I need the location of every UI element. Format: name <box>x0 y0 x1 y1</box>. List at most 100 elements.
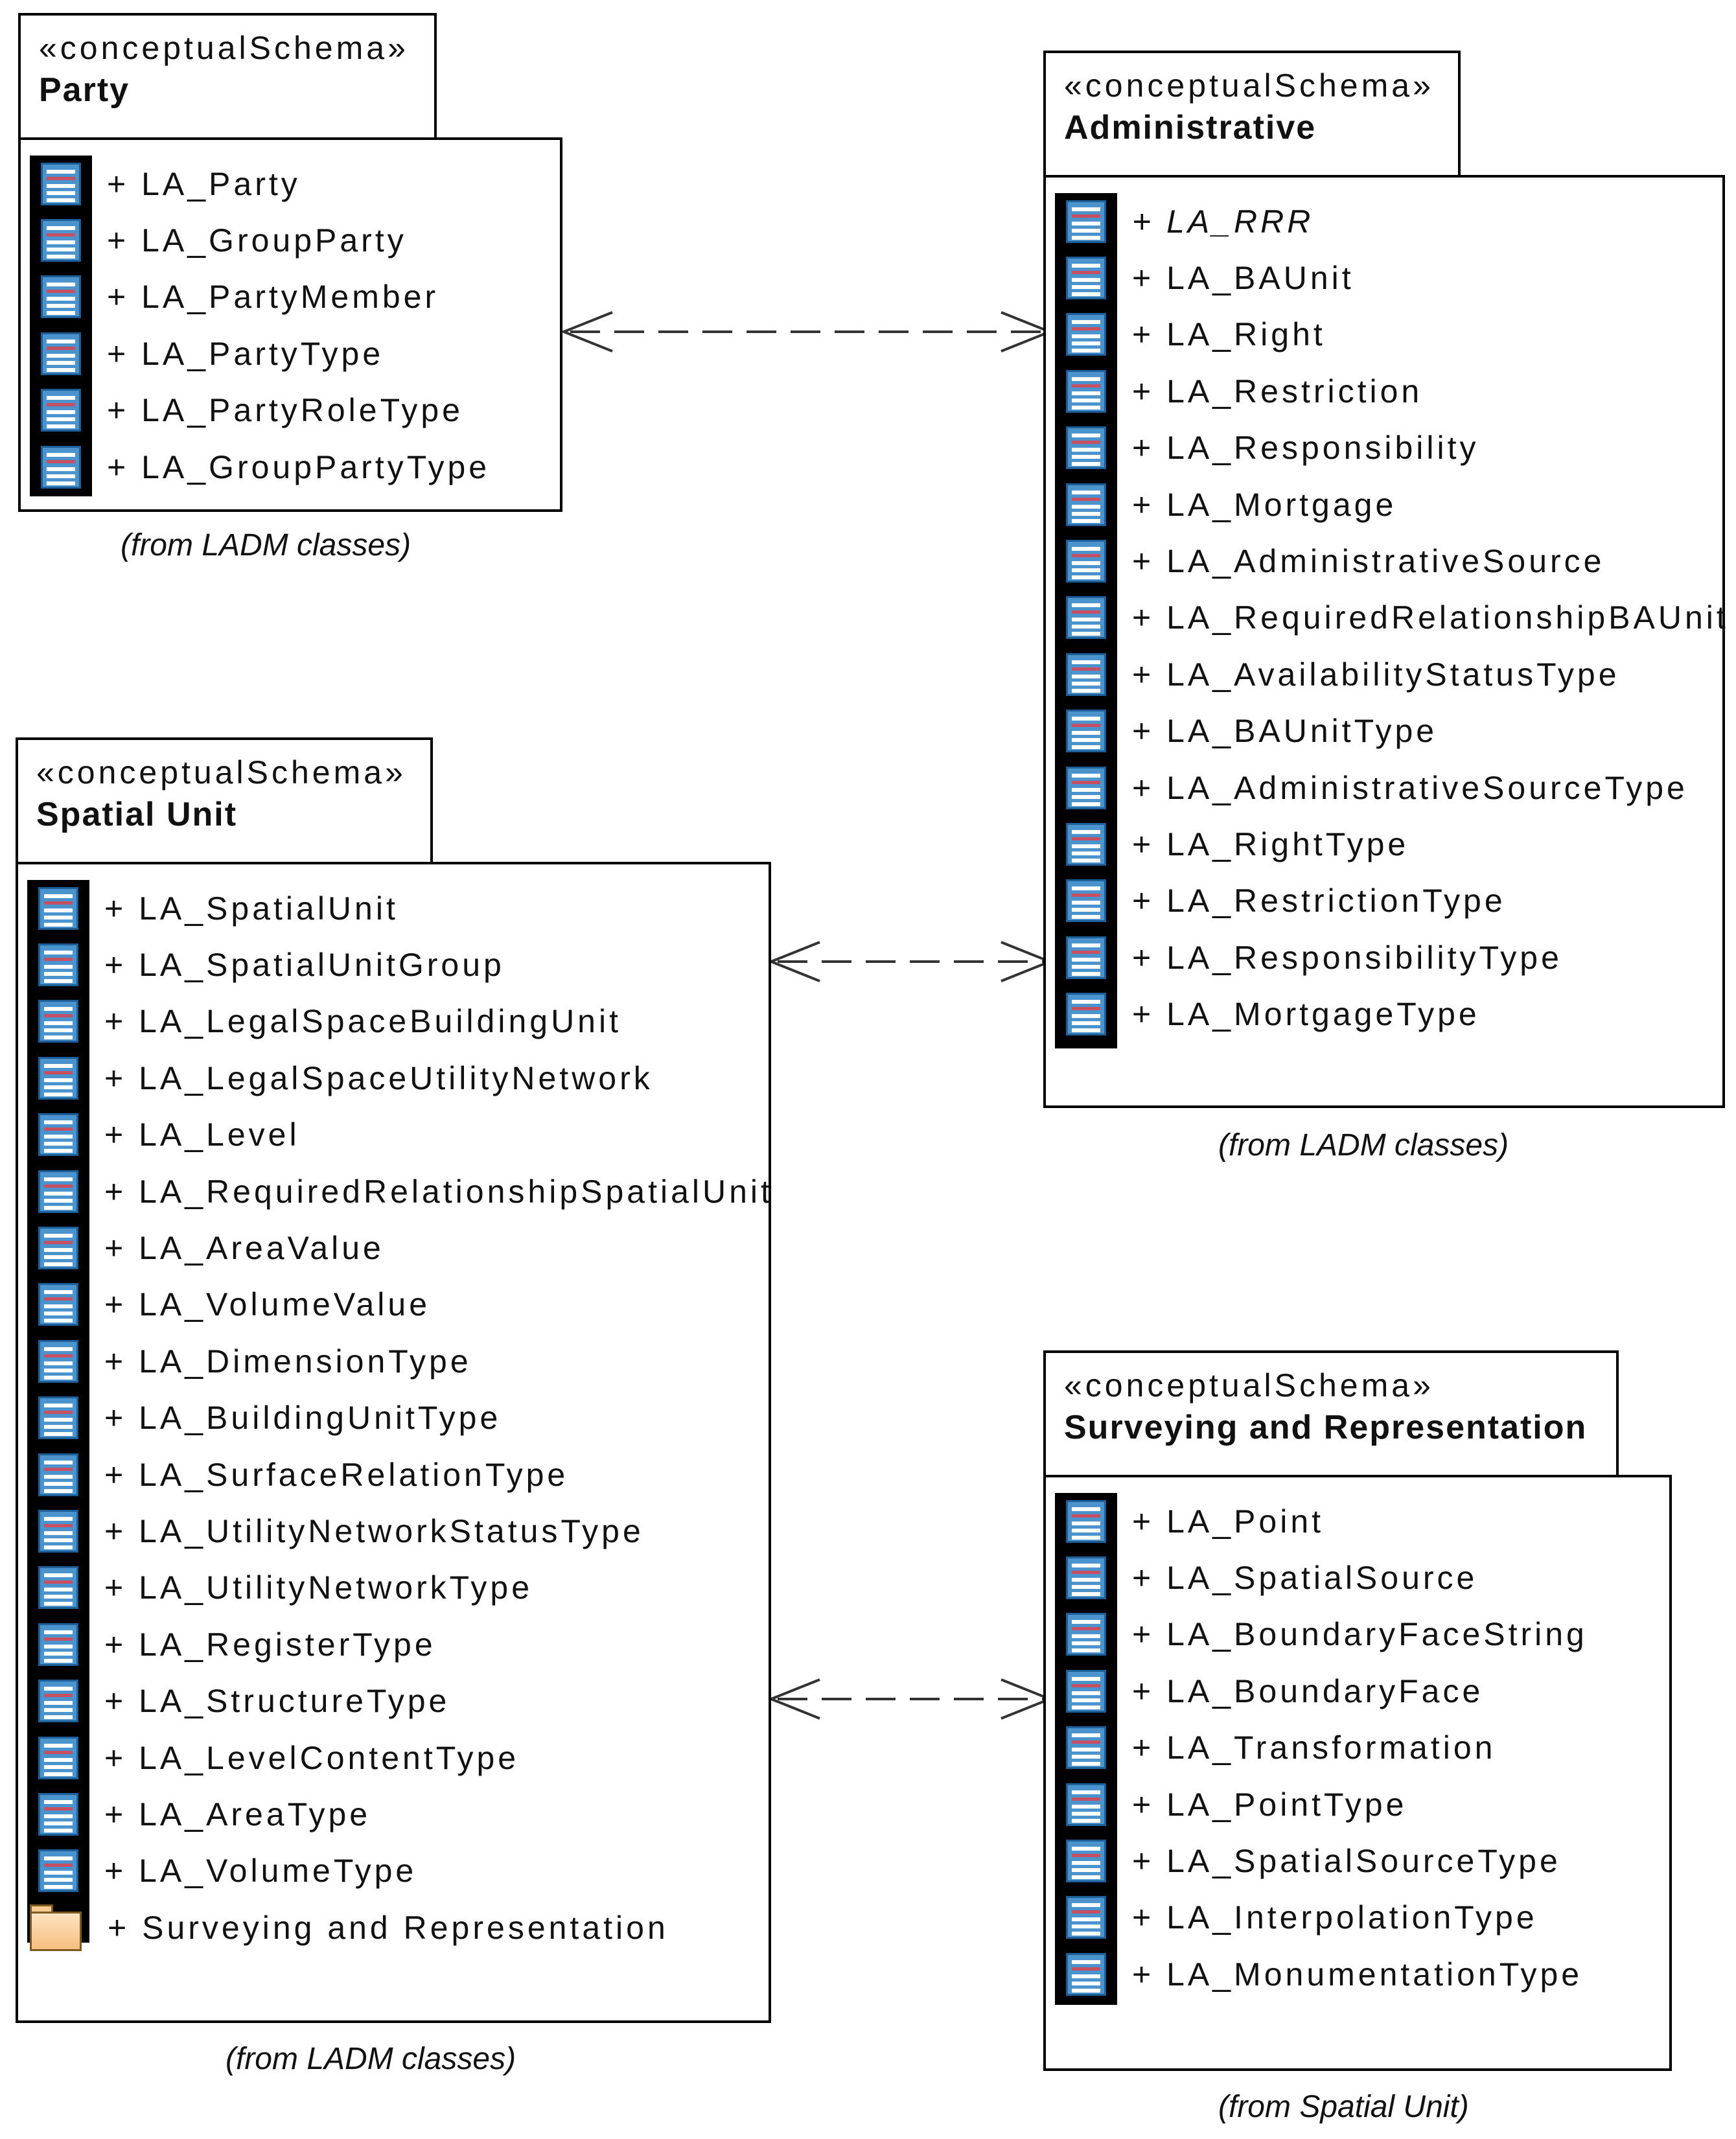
list-item[interactable]: + LA_BuildingUnitType <box>27 1390 769 1446</box>
list-item-package[interactable]: + Surveying and Representation <box>27 1899 769 1956</box>
item-label: + LA_UtilityNetworkType <box>104 1569 533 1606</box>
list-item[interactable]: + LA_Right <box>1055 306 1722 363</box>
class-icon <box>1066 1556 1106 1600</box>
list-item[interactable]: + LA_RestrictionType <box>1055 873 1722 929</box>
list-item[interactable]: + LA_InterpolationType <box>1055 1890 1669 1946</box>
class-list: + LA_Party + LA_GroupParty + LA_PartyMem… <box>30 156 560 495</box>
package-spatial-unit[interactable]: «conceptualSchema» Spatial Unit + LA_Spa… <box>16 737 771 2023</box>
package-party[interactable]: «conceptualSchema» Party + LA_Party + LA… <box>18 13 562 512</box>
class-icon <box>38 1056 78 1100</box>
list-item[interactable]: + LA_DimensionType <box>27 1333 769 1389</box>
class-icon <box>38 1000 78 1043</box>
list-item[interactable]: + LA_AdministrativeSourceType <box>1055 759 1722 816</box>
list-item[interactable]: + LA_RequiredRelationshipSpatialUnit <box>27 1163 770 1220</box>
item-label: + LA_Responsibility <box>1132 430 1479 467</box>
list-item[interactable]: + LA_SpatialSource <box>1055 1549 1669 1606</box>
item-label: + LA_BoundaryFaceString <box>1132 1616 1588 1653</box>
list-item[interactable]: + LA_PartyMember <box>30 269 560 325</box>
list-item[interactable]: + LA_LevelContentType <box>27 1729 769 1786</box>
package-name: Surveying and Representation <box>1064 1409 1588 1446</box>
class-icon <box>1066 1783 1106 1826</box>
item-label: + LA_GroupPartyType <box>107 448 491 485</box>
list-item[interactable]: + LA_GroupPartyType <box>30 439 560 495</box>
list-item[interactable]: + LA_ResponsibilityType <box>1055 929 1722 986</box>
list-item[interactable]: + LA_Party <box>30 156 560 212</box>
list-item[interactable]: + LA_UtilityNetworkStatusType <box>27 1503 769 1559</box>
list-item[interactable]: + LA_GroupParty <box>30 212 560 268</box>
item-label: + LA_PointType <box>1132 1786 1407 1823</box>
list-item[interactable]: + LA_BoundaryFace <box>1055 1663 1669 1719</box>
list-item[interactable]: + LA_SpatialUnitGroup <box>27 936 769 993</box>
class-icon <box>41 162 81 205</box>
package-administrative[interactable]: «conceptualSchema» Administrative + LA_R… <box>1043 51 1726 1108</box>
list-item[interactable]: + LA_Mortgage <box>1055 476 1722 533</box>
list-item[interactable]: + LA_LegalSpaceUtilityNetwork <box>27 1050 769 1106</box>
list-item[interactable]: + LA_BAUnit <box>1055 249 1722 306</box>
item-label: + LA_VolumeType <box>104 1853 417 1890</box>
list-item[interactable]: + LA_BAUnitType <box>1055 703 1722 759</box>
item-label: + LA_RequiredRelationshipSpatialUnit <box>104 1173 773 1210</box>
class-icon <box>1066 879 1106 923</box>
class-list: + LA_Point + LA_SpatialSource + LA_Bound… <box>1055 1493 1669 2003</box>
class-list: + LA_RRR + LA_BAUnit + LA_Right + LA_Res… <box>1055 193 1726 1043</box>
list-item[interactable]: + LA_VolumeValue <box>27 1277 769 1333</box>
class-icon <box>38 1396 78 1440</box>
list-item[interactable]: + LA_Level <box>27 1107 769 1163</box>
list-item[interactable]: + LA_LegalSpaceBuildingUnit <box>27 993 769 1050</box>
item-label: + LA_AdministrativeSource <box>1132 543 1605 580</box>
spatialunit-surveying-dependency[interactable] <box>767 1678 1054 1720</box>
list-item[interactable]: + LA_RightType <box>1055 816 1722 872</box>
list-item[interactable]: + LA_AreaType <box>27 1786 769 1842</box>
class-icon <box>1066 822 1106 866</box>
item-label: + LA_Mortgage <box>1132 486 1397 523</box>
list-item[interactable]: + LA_MonumentationType <box>1055 1946 1669 2002</box>
list-item[interactable]: + LA_Restriction <box>1055 363 1722 419</box>
list-item[interactable]: + LA_AdministrativeSource <box>1055 533 1722 589</box>
list-item[interactable]: + LA_Point <box>1055 1493 1669 1549</box>
item-label: + LA_AreaValue <box>104 1230 384 1267</box>
list-item[interactable]: + LA_SpatialUnit <box>27 880 769 936</box>
item-label: + LA_AvailabilityStatusType <box>1132 656 1620 693</box>
list-item[interactable]: + LA_AvailabilityStatusType <box>1055 646 1722 702</box>
item-label: + LA_RegisterType <box>104 1626 436 1663</box>
class-icon <box>38 886 78 930</box>
list-item[interactable]: + LA_VolumeType <box>27 1843 769 1899</box>
class-icon <box>1066 710 1106 753</box>
class-icon <box>1066 1726 1106 1770</box>
list-item[interactable]: + LA_StructureType <box>27 1672 769 1729</box>
package-body: + LA_RRR + LA_BAUnit + LA_Right + LA_Res… <box>1043 175 1726 1108</box>
class-icon <box>38 1792 78 1836</box>
list-item[interactable]: + LA_SpatialSourceType <box>1055 1833 1669 1889</box>
party-administrative-dependency[interactable] <box>560 311 1054 353</box>
list-item[interactable]: + LA_RRR <box>1055 193 1722 249</box>
list-item[interactable]: + LA_Transformation <box>1055 1720 1669 1776</box>
class-icon <box>1066 540 1106 583</box>
list-item[interactable]: + LA_RegisterType <box>27 1616 769 1672</box>
class-icon <box>38 1170 78 1213</box>
list-item[interactable]: + LA_UtilityNetworkType <box>27 1560 769 1616</box>
item-label: + LA_UtilityNetworkStatusType <box>104 1512 644 1549</box>
class-icon <box>38 1453 78 1496</box>
list-item[interactable]: + LA_RequiredRelationshipBAUnit <box>1055 590 1726 646</box>
class-icon <box>1066 1896 1106 1939</box>
list-item[interactable]: + LA_PointType <box>1055 1776 1669 1833</box>
list-item[interactable]: + LA_PartyRoleType <box>30 382 560 439</box>
list-item[interactable]: + LA_SurfaceRelationType <box>27 1446 769 1503</box>
item-label: + LA_RestrictionType <box>1132 883 1506 919</box>
item-label: + LA_AreaType <box>104 1796 371 1833</box>
spatialunit-administrative-dependency[interactable] <box>767 941 1054 982</box>
item-label: + LA_Transformation <box>1132 1729 1496 1766</box>
list-item[interactable]: + LA_AreaValue <box>27 1220 769 1276</box>
class-icon <box>38 1623 78 1666</box>
class-icon <box>41 219 81 262</box>
stereotype-label: «conceptualSchema» <box>36 754 406 791</box>
list-item[interactable]: + LA_BoundaryFaceString <box>1055 1606 1669 1663</box>
from-label-spatial-unit: (from LADM classes) <box>226 2042 516 2076</box>
list-item[interactable]: + LA_MortgageType <box>1055 986 1722 1042</box>
package-name: Party <box>39 71 130 109</box>
item-label: + LA_BoundaryFace <box>1132 1672 1484 1709</box>
package-surveying-and-representation[interactable]: «conceptualSchema» Surveying and Represe… <box>1043 1350 1672 2071</box>
list-item[interactable]: + LA_Responsibility <box>1055 420 1722 476</box>
list-item[interactable]: + LA_PartyType <box>30 325 560 382</box>
item-label: + LA_SurfaceRelationType <box>104 1456 569 1493</box>
